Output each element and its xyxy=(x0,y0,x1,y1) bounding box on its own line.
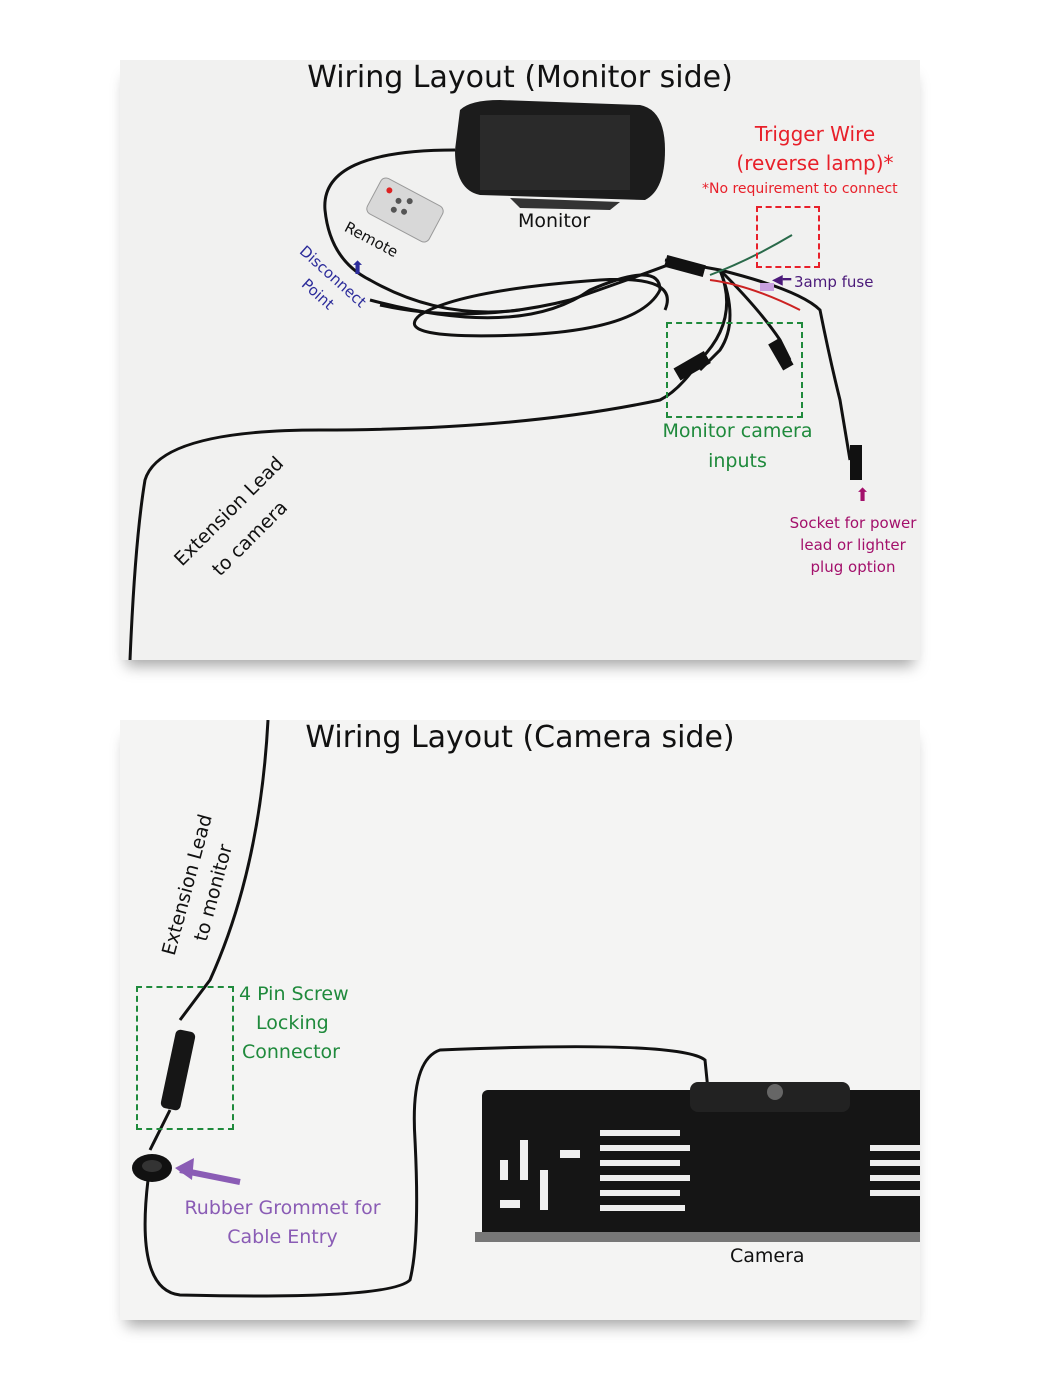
trigger-title-1: Trigger Wire xyxy=(754,122,876,146)
fuse-arrow-icon: ◀━ xyxy=(772,272,792,288)
grommet-label-1: Rubber Grommet for xyxy=(184,1197,381,1219)
socket-label-3: plug option xyxy=(810,558,896,576)
trigger-wire-box xyxy=(756,206,820,268)
trigger-title-2: (reverse lamp)* xyxy=(736,151,894,175)
camera-side-panel: Wiring Layout (Camera side) Extension Le… xyxy=(120,720,920,1320)
socket-label-1: Socket for power xyxy=(789,514,917,532)
fuse-label: 3amp fuse xyxy=(794,273,874,291)
connector-label-3: Connector xyxy=(242,1041,340,1063)
socket-arrow-icon: ⬆ xyxy=(855,485,871,506)
camera-inputs-2: inputs xyxy=(708,450,767,472)
camera-side-photo xyxy=(132,720,920,1298)
camera-inputs-box xyxy=(666,322,803,418)
grommet-label-2: Cable Entry xyxy=(227,1226,338,1248)
cables xyxy=(143,720,710,1298)
monitor-side-photo xyxy=(128,100,862,660)
connector-box xyxy=(136,986,234,1130)
camera-label: Camera xyxy=(730,1245,805,1267)
camera-side-title: Wiring Layout (Camera side) xyxy=(305,720,735,755)
trigger-note: *No requirement to connect xyxy=(702,181,898,197)
connector-label-2: Locking xyxy=(256,1012,329,1034)
remote-shape xyxy=(366,177,444,243)
monitor-label: Monitor xyxy=(518,210,591,232)
camera-plate-shape xyxy=(475,1082,920,1242)
monitor-side-panel: Wiring Layout (Monitor side) Monitor Rem… xyxy=(120,60,920,660)
monitor-side-title: Wiring Layout (Monitor side) xyxy=(307,60,733,95)
camera-inputs-1: Monitor camera xyxy=(662,420,813,442)
socket-label-2: lead or lighter xyxy=(800,536,906,554)
up-arrow-icon: ⬆ xyxy=(350,258,366,279)
connector-label-1: 4 Pin Screw xyxy=(239,983,349,1005)
